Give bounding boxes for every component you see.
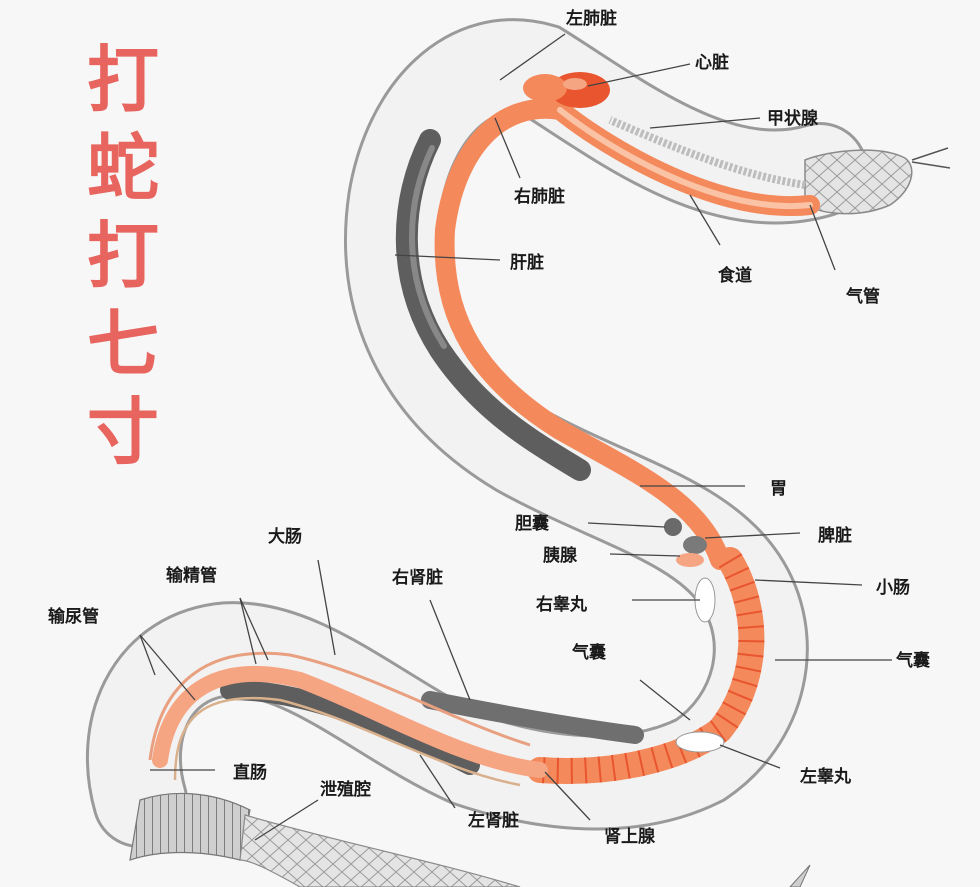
label-small-intestine: 小肠: [876, 578, 910, 598]
left-testis-organ: [675, 731, 725, 753]
cloaca-rings: [129, 792, 251, 861]
gallbladder-organ: [664, 518, 682, 536]
ureter-organ: [173, 696, 521, 787]
leader-lines: [139, 33, 892, 841]
label-pancreas: 胰腺: [543, 545, 578, 566]
title-char-3: 打: [86, 214, 159, 298]
label-esophagus: 食道: [718, 265, 752, 286]
tail-tip: [789, 864, 811, 887]
pancreas-organ: [676, 553, 704, 567]
label-gallbladder: 胆囊: [515, 513, 549, 534]
label-liver: 肝脏: [510, 252, 544, 273]
liver-organ: [395, 129, 591, 481]
label-left-kidney: 左肾脏: [468, 810, 519, 831]
label-vas-deferens: 输精管: [166, 565, 217, 586]
label-trachea: 气管: [845, 286, 880, 307]
left-kidney-organ: [220, 680, 480, 775]
label-thyroid: 甲状腺: [767, 108, 819, 129]
esophagus-inner: [557, 107, 813, 210]
title-column: 打 蛇 打 七 寸: [78, 36, 168, 476]
label-spleen: 脾脏: [818, 525, 852, 546]
label-ureter: 输尿管: [48, 606, 99, 627]
label-left-testis: 左睾丸: [800, 766, 852, 787]
label-large-intestine: 大肠: [268, 526, 302, 547]
label-stomach: 胃: [770, 479, 787, 499]
right-kidney-organ: [421, 691, 644, 744]
label-right-lung: 右肺脏: [514, 186, 565, 207]
tail-scales: [239, 814, 521, 887]
label-rectum: 直肠: [233, 762, 267, 783]
spleen-organ: [683, 536, 707, 554]
heart-highlight: [563, 78, 587, 90]
label-air-sac-outer: 气囊: [895, 650, 930, 671]
snake-head: [804, 147, 951, 215]
title-char-2: 蛇: [86, 126, 159, 210]
label-left-lung: 左肺脏: [566, 8, 617, 29]
small-intestine-organ: [527, 547, 765, 784]
label-right-testis: 右睾丸: [536, 594, 588, 615]
liver-highlight: [409, 145, 447, 349]
label-right-kidney: 右肾脏: [392, 567, 443, 588]
title-char-5: 寸: [86, 390, 159, 474]
label-adrenal: 肾上腺: [604, 826, 656, 847]
label-cloaca: 泄殖腔: [320, 779, 371, 800]
large-intestine-organ: [152, 665, 548, 778]
label-air-sac-inner: 气囊: [571, 642, 606, 663]
title-char-1: 打: [86, 38, 159, 122]
vas-deferens-organ: [148, 651, 531, 761]
label-heart: 心脏: [695, 52, 729, 73]
left-lung-organ: [523, 74, 567, 102]
title-char-4: 七: [86, 302, 159, 386]
